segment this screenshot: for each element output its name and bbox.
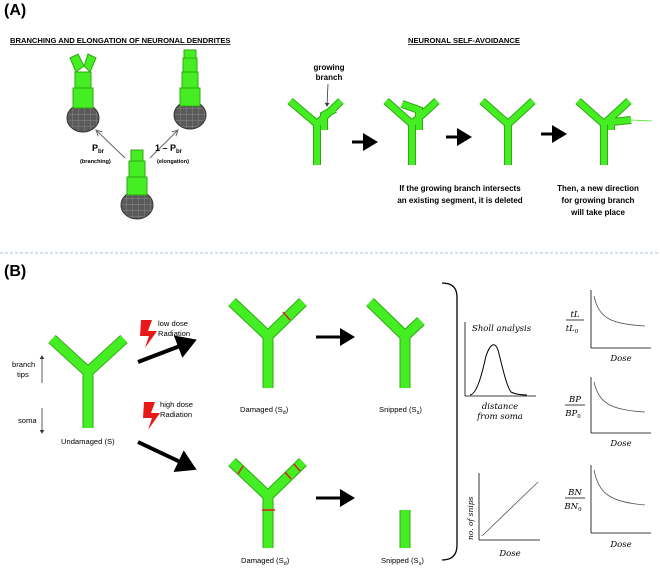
p-br-caption: (branching): [80, 159, 111, 165]
snipped-label-high: Snipped (Ss): [381, 556, 424, 567]
self-avoid-neuron-1: [287, 97, 344, 165]
tl-numerator: tL: [570, 310, 579, 320]
arrow-to-elongation: [149, 130, 178, 159]
undamaged-neuron: [48, 334, 128, 428]
lightning-bolt-icon-low: [140, 320, 157, 348]
bn-plot: [590, 465, 651, 534]
undamaged-label: Undamaged (S): [61, 437, 115, 446]
branching-title: BRANCHING AND ELONGATION OF NEURONAL DEN…: [10, 36, 231, 45]
lightning-bolt-icon-high: [143, 402, 160, 430]
snips-plot: [478, 473, 540, 541]
tl-denominator: tL0: [566, 324, 579, 335]
bp-denominator: BP0: [564, 409, 581, 420]
snipped-neuron-low: [366, 298, 425, 388]
self-avoid-neuron-2: [383, 98, 440, 165]
one-minus-caption: (elongation): [157, 159, 189, 165]
snips-ylabel: no. of snips: [466, 496, 475, 540]
neuron-3d-branching: [66, 53, 100, 133]
bp-numerator: BP: [568, 395, 581, 405]
damaged-label-low: Damaged (Sd): [240, 405, 289, 416]
soma-label: soma: [18, 416, 37, 425]
snips-xlabel: Dose: [498, 549, 520, 559]
arrow-to-branching: [96, 130, 126, 159]
tl-curve: [593, 295, 646, 327]
panel-a-label: (A): [4, 2, 26, 19]
snipped-label-low: Snipped (Ss): [379, 405, 422, 416]
bn-denominator: BN0: [563, 502, 582, 513]
high-dose-arrow: [137, 440, 197, 473]
bp-plot: [590, 377, 651, 434]
growing-branch-pointer: [324, 83, 330, 107]
damaged-label-high: Damaged (Sd): [241, 556, 290, 567]
p-br-label: Pbr: [92, 143, 105, 155]
self-avoid-neuron-4: [575, 98, 653, 165]
bn-numerator: BN: [567, 488, 582, 498]
low-dose-arrow: [137, 335, 197, 364]
sholl-plot: [464, 322, 536, 397]
snips-line: [481, 481, 539, 537]
damaged-neuron-high: [228, 458, 307, 548]
bp-xlabel: Dose: [609, 439, 631, 449]
panel-b-label: (B): [4, 263, 26, 280]
bp-curve: [593, 381, 646, 413]
analysis-bracket: [441, 282, 458, 561]
bn-curve: [593, 469, 646, 506]
sholl-curve: [469, 344, 528, 396]
bn-xlabel: Dose: [609, 540, 631, 550]
tl-plot: [590, 290, 651, 349]
one-minus-p-br-label: 1 – Pbr: [155, 143, 183, 155]
neuron-3d-base: [120, 149, 154, 220]
self-avoid-neuron-3: [479, 98, 536, 165]
tl-xlabel: Dose: [609, 354, 631, 364]
sholl-title: Sholl analysis: [472, 324, 532, 334]
damaged-neuron-low: [228, 298, 307, 388]
self-avoidance-title: NEURONAL SELF-AVOIDANCE: [408, 36, 520, 45]
neuron-3d-elongation: [173, 49, 207, 130]
